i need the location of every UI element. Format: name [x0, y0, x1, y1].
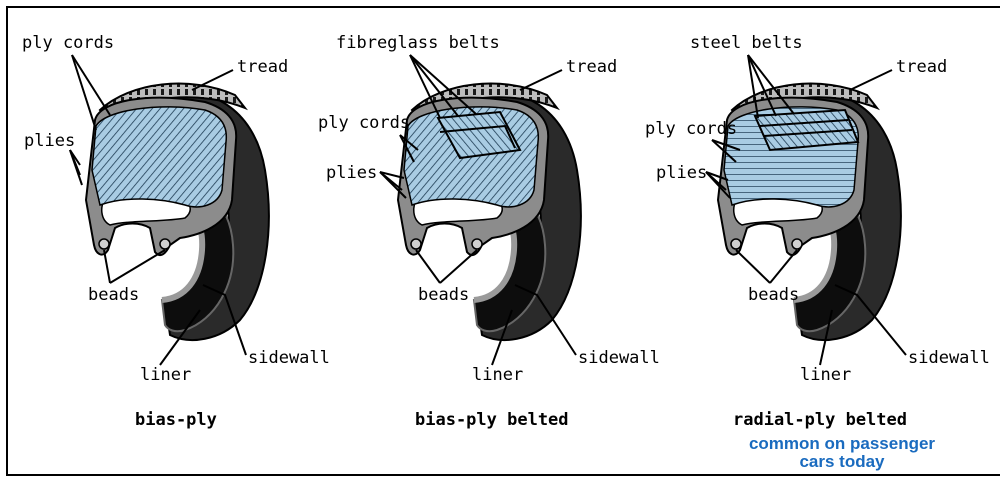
ply-layer [92, 107, 226, 207]
label-belts: steel belts [690, 33, 803, 53]
label-ply-cords: ply cords [318, 113, 410, 133]
label-plies: plies [24, 131, 75, 151]
label-liner: liner [140, 365, 191, 385]
label-beads: beads [88, 285, 139, 305]
label-liner: liner [472, 365, 523, 385]
label-belts: fibreglass belts [336, 33, 500, 53]
caption-bias-ply: bias-ply [135, 410, 217, 430]
label-plies: plies [326, 163, 377, 183]
tire-bias-ply: ply cords tread plies beads sidewall lin… [22, 33, 330, 430]
note-line-1: common on passenger [749, 434, 935, 453]
caption-radial-ply-belted: radial-ply belted [733, 410, 907, 430]
tire-bias-ply-belted: fibreglass belts tread ply cords plies b… [318, 33, 660, 430]
label-sidewall: sidewall [908, 348, 990, 368]
label-tread: tread [237, 57, 288, 77]
label-sidewall: sidewall [248, 348, 330, 368]
label-beads: beads [418, 285, 469, 305]
label-tread: tread [566, 57, 617, 77]
label-plies: plies [656, 163, 707, 183]
note-line-2: cars today [799, 452, 885, 471]
tire-radial-ply-belted: steel belts tread ply cords plies beads … [645, 33, 990, 471]
label-liner: liner [800, 365, 851, 385]
label-tread: tread [896, 57, 947, 77]
label-sidewall: sidewall [578, 348, 660, 368]
caption-bias-ply-belted: bias-ply belted [415, 410, 569, 430]
label-beads: beads [748, 285, 799, 305]
label-ply-cords: ply cords [645, 119, 737, 139]
label-ply-cords: ply cords [22, 33, 114, 53]
